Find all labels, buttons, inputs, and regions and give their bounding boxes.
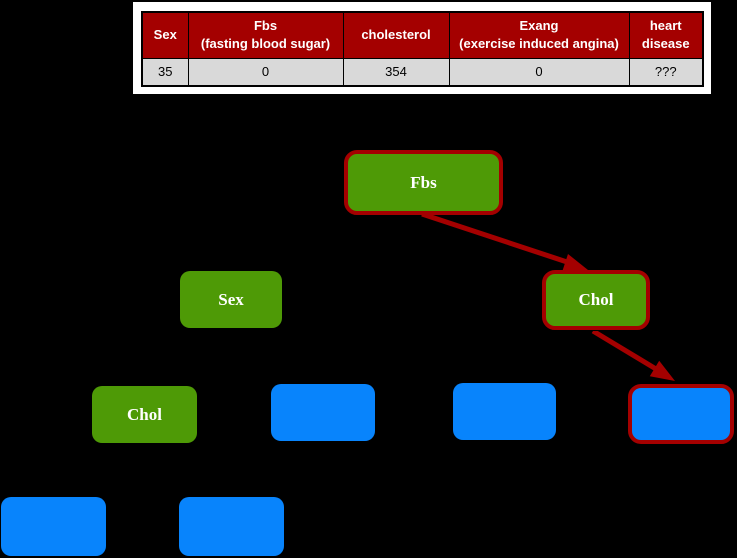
node-label: Chol bbox=[578, 290, 614, 309]
tree-leaf-node bbox=[179, 497, 284, 556]
node-label: Fbs bbox=[410, 172, 437, 192]
patient-table-card: Sex Fbs (fasting blood sugar) cholestero… bbox=[133, 2, 711, 94]
edge-fbs-to-chol-line bbox=[421, 211, 568, 265]
header-sex: Sex bbox=[141, 11, 189, 59]
edge-chol-to-leaf-arrowhead bbox=[649, 360, 675, 381]
tree-node-chol-right: Chol bbox=[542, 270, 650, 330]
tree-node-fbs: Fbs bbox=[344, 150, 503, 215]
header-cholesterol: cholesterol bbox=[342, 11, 450, 59]
edge-fbs-to-chol-arrowhead bbox=[562, 254, 588, 271]
tree-leaf-node bbox=[1, 497, 106, 556]
table-header-row: Sex Fbs (fasting blood sugar) cholestero… bbox=[141, 11, 704, 59]
header-fbs: Fbs (fasting blood sugar) bbox=[187, 11, 344, 59]
cell-cholesterol: 354 bbox=[342, 57, 450, 87]
tree-leaf-node bbox=[453, 383, 556, 440]
table-row: 35 0 354 0 ??? bbox=[141, 57, 704, 87]
tree-node-chol-left: Chol bbox=[92, 386, 197, 443]
cell-fbs: 0 bbox=[187, 57, 344, 87]
tree-leaf-node bbox=[271, 384, 375, 441]
patient-table: Sex Fbs (fasting blood sugar) cholestero… bbox=[141, 11, 704, 87]
cell-exang: 0 bbox=[448, 57, 630, 87]
tree-node-sex: Sex bbox=[180, 271, 282, 328]
node-label: Sex bbox=[218, 289, 244, 309]
node-label: Chol bbox=[127, 404, 162, 424]
header-heart-disease: heart disease bbox=[628, 11, 704, 59]
cell-sex: 35 bbox=[141, 57, 189, 87]
tree-leaf-node-highlighted bbox=[628, 384, 734, 444]
cell-heart-disease: ??? bbox=[628, 57, 704, 87]
header-exang: Exang (exercise induced angina) bbox=[448, 11, 630, 59]
edge-chol-to-leaf-line bbox=[591, 328, 658, 372]
